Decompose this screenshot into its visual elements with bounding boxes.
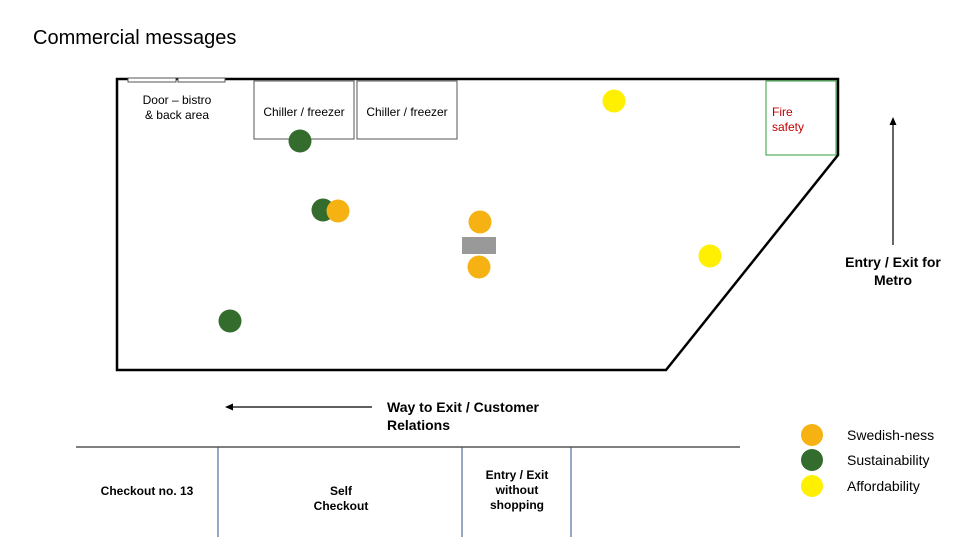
legend-label: Affordability: [847, 478, 920, 494]
display-block: [462, 237, 496, 254]
way-to-exit-label: Way to Exit / Customer Relations: [387, 399, 539, 433]
door-mark: [127, 77, 177, 83]
sustainability-marker: [218, 309, 242, 333]
entry-without-shopping-label: Entry / Exit without shopping: [485, 468, 549, 512]
affordability-marker: [602, 89, 626, 113]
affordability-marker: [698, 244, 722, 268]
door-mark: [177, 77, 226, 83]
swedishness-marker: [467, 255, 491, 279]
swedishness-legend-dot: [801, 424, 823, 446]
legend-sustainability: Sustainability: [801, 449, 930, 471]
entry-arrow-head: [889, 117, 897, 125]
chiller-box: [356, 80, 458, 140]
legend-label: Swedish-ness: [847, 427, 935, 443]
legend-swedishness: Swedish-ness: [801, 424, 934, 446]
legend-affordability: Affordability: [801, 475, 920, 497]
affordability-legend-dot: [801, 475, 823, 497]
legend-label: Sustainability: [847, 452, 930, 468]
sustainability-legend-dot: [801, 449, 823, 471]
store-outline: [115, 77, 840, 372]
chiller-label: Chiller / freezer: [263, 105, 345, 119]
chiller-label: Chiller / freezer: [366, 105, 448, 119]
page-title: Commercial messages: [33, 27, 237, 49]
exit-arrow-head: [225, 403, 233, 411]
self-checkout-label: Self Checkout: [313, 484, 369, 513]
fire-safety-box: [765, 80, 837, 156]
door-label: Door – bistro & back area: [142, 93, 212, 122]
sustainability-marker: [288, 129, 312, 153]
fire-safety-label: Fire safety: [772, 105, 805, 134]
checkout-13-label: Checkout no. 13: [100, 484, 194, 498]
entry-exit-metro-label: Entry / Exit for Metro: [845, 254, 941, 288]
swedishness-marker: [326, 199, 350, 223]
swedishness-marker: [468, 210, 492, 234]
